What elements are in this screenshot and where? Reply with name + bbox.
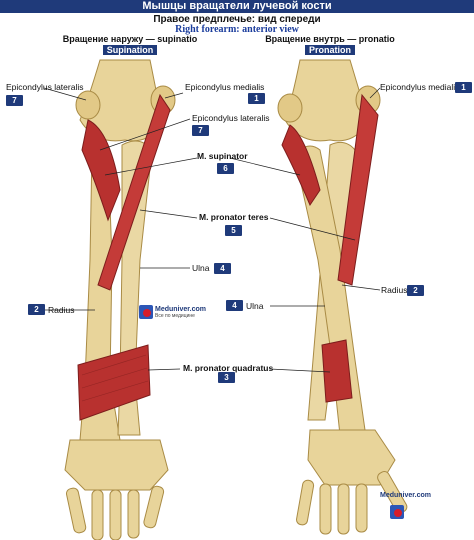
badge-1-left: 1 (248, 93, 265, 104)
leader-lines (43, 87, 381, 373)
right-view-label-en: Pronation (305, 45, 355, 55)
right-pronator-quadratus-muscle (321, 339, 353, 403)
label-epicondylus-lateralis-center: Epicondylus lateralis (192, 113, 270, 123)
label-supinator: M. supinator (197, 151, 248, 161)
subtitle-en: Right forearm: anterior view (175, 24, 299, 35)
right-view-header: Вращение внутрь — pronatio Pronation (260, 34, 400, 55)
label-radius-right: Radius (381, 285, 408, 295)
badge-5: 5 (225, 225, 242, 236)
label-ulna-left: Ulna (192, 263, 210, 273)
label-pronator-quadratus: M. pronator quadratus (183, 363, 274, 373)
subtitle-ru: Правое предплечье: вид спереди (153, 14, 321, 25)
label-radius-left: Radius (48, 305, 75, 315)
left-pronator-quadratus-muscle (77, 344, 151, 421)
label-epicondylus-lateralis-left: Epicondylus lateralis (6, 82, 84, 92)
watermark-left: Meduniver.com Все по медицине (155, 306, 206, 319)
left-supinator-muscle (81, 119, 121, 222)
badge-7-center: 7 (192, 125, 209, 136)
right-supinator-muscle (281, 124, 321, 207)
left-view-label-en: Supination (102, 45, 158, 55)
left-pronator-teres-muscle (97, 93, 171, 291)
label-epicondylus-medialis-right: Epicondylus medialis (380, 82, 460, 92)
badge-7-left: 7 (6, 95, 23, 106)
right-epicondylus-lateralis (277, 93, 303, 123)
right-carpals (307, 429, 396, 486)
badge-2-left: 2 (28, 304, 45, 315)
left-carpals (64, 439, 169, 491)
page-title: Мышцы вращатели лучевой кости (0, 0, 474, 13)
badge-2-right: 2 (407, 285, 424, 296)
watermark-right: Meduniver.com (380, 492, 431, 499)
badge-3: 3 (218, 372, 235, 383)
meduniver-logo-icon (139, 305, 153, 319)
badge-4-left: 4 (214, 263, 231, 274)
label-ulna-right: Ulna (246, 301, 264, 311)
left-view-label-ru: Вращение наружу — supinatio (62, 34, 198, 44)
watermark-site-right: Meduniver.com (380, 492, 431, 499)
watermark-site-left: Meduniver.com (155, 306, 206, 313)
left-forearm (64, 59, 176, 540)
left-view-header: Вращение наружу — supinatio Supination (60, 34, 200, 55)
badge-1-right: 1 (455, 82, 472, 93)
label-pronator-teres: M. pronator teres (199, 212, 269, 222)
label-epicondylus-medialis-left: Epicondylus medialis (185, 82, 265, 92)
left-epicondylus-lateralis (75, 90, 101, 120)
right-view-label-ru: Вращение внутрь — pronatio (265, 34, 395, 44)
badge-6: 6 (217, 163, 234, 174)
right-forearm (277, 59, 408, 535)
right-pronator-teres-muscle (337, 93, 379, 286)
meduniver-logo-icon-right (390, 505, 404, 519)
badge-4-right: 4 (226, 300, 243, 311)
watermark-tagline-left: Все по медицине (155, 313, 195, 319)
